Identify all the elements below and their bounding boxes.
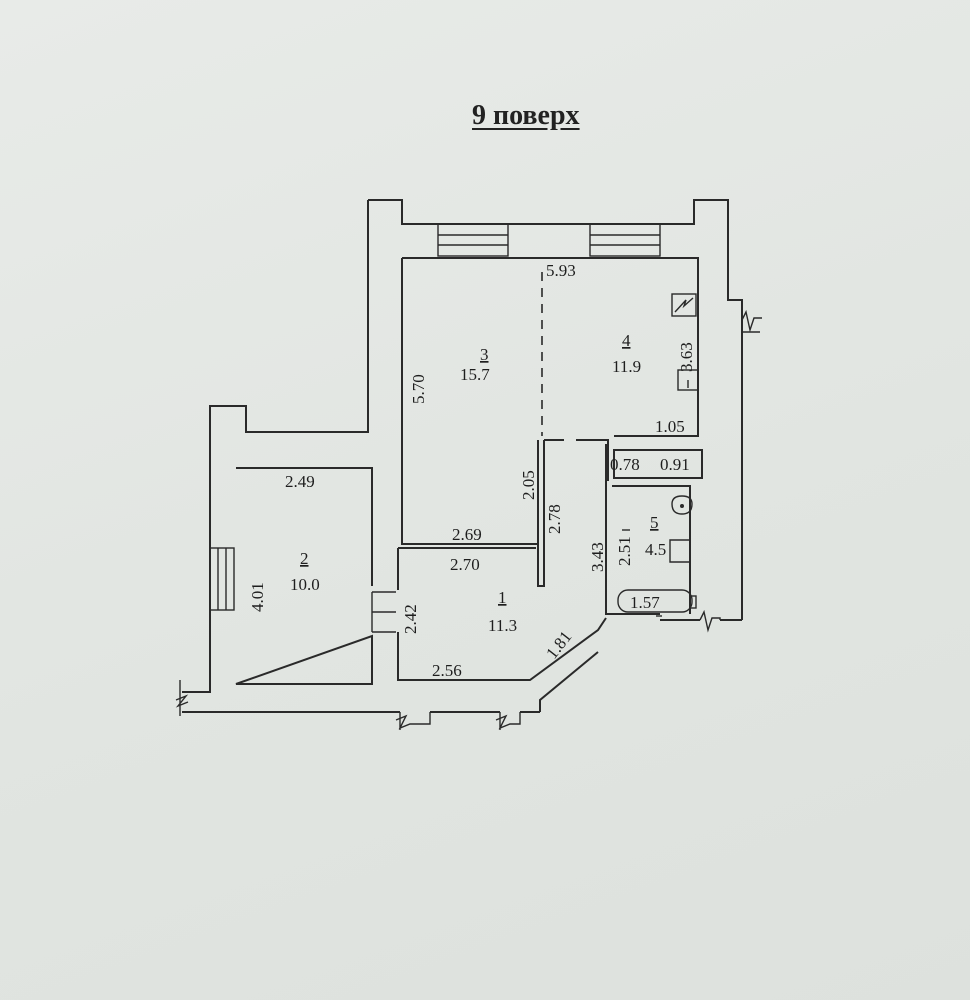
doorway-jambs xyxy=(371,591,396,633)
dim-2-70: 2.70 xyxy=(450,555,480,574)
room-2-area: 10.0 xyxy=(290,575,320,594)
dim-2-42: 2.42 xyxy=(401,604,420,634)
room-3-number: 3 xyxy=(480,345,489,364)
room-5-number: 5 xyxy=(650,513,659,532)
bathtub-icon xyxy=(617,589,693,613)
dim-0-91: 0.91 xyxy=(660,455,690,474)
dim-2-51: 2.51 xyxy=(615,536,634,566)
dim-5-93: 5.93 xyxy=(546,261,576,280)
dim-2-78: 2.78 xyxy=(545,504,564,534)
riser-icon xyxy=(656,595,697,617)
window-room-2 xyxy=(209,547,235,611)
room-1-area: 11.3 xyxy=(488,616,517,635)
dim-1-57: 1.57 xyxy=(630,593,660,612)
window-right xyxy=(589,223,661,257)
room-2-number: 2 xyxy=(300,549,309,568)
dim-3-43: 3.43 xyxy=(588,542,607,572)
room-3-area: 15.7 xyxy=(460,365,490,384)
dim-2-05: 2.05 xyxy=(519,470,538,500)
room-4-number: 4 xyxy=(622,331,631,350)
room-5-area: 4.5 xyxy=(645,540,666,559)
dim-0-78: 0.78 xyxy=(610,455,640,474)
window-left xyxy=(437,223,509,257)
room-4-area: 11.9 xyxy=(612,357,641,376)
dim-2-49: 2.49 xyxy=(285,472,315,491)
sink-icon xyxy=(677,369,699,391)
toilet-icon xyxy=(671,495,693,515)
dim-2-69: 2.69 xyxy=(452,525,482,544)
dim-2-56: 2.56 xyxy=(432,661,462,680)
dim-1-05: 1.05 xyxy=(655,417,685,436)
dim-1-81: 1.81 xyxy=(542,627,575,662)
wall-break-marks xyxy=(175,309,762,730)
outer-walls xyxy=(182,199,743,713)
interior-walls xyxy=(235,257,703,685)
dim-4-01: 4.01 xyxy=(248,582,267,612)
washbasin-icon xyxy=(669,539,691,563)
dim-3-63: 3.63 xyxy=(677,342,696,372)
room-1-number: 1 xyxy=(498,588,507,607)
floor-title: 9 поверх xyxy=(472,100,580,131)
dim-5-70: 5.70 xyxy=(409,374,428,404)
stove-icon xyxy=(671,293,697,317)
